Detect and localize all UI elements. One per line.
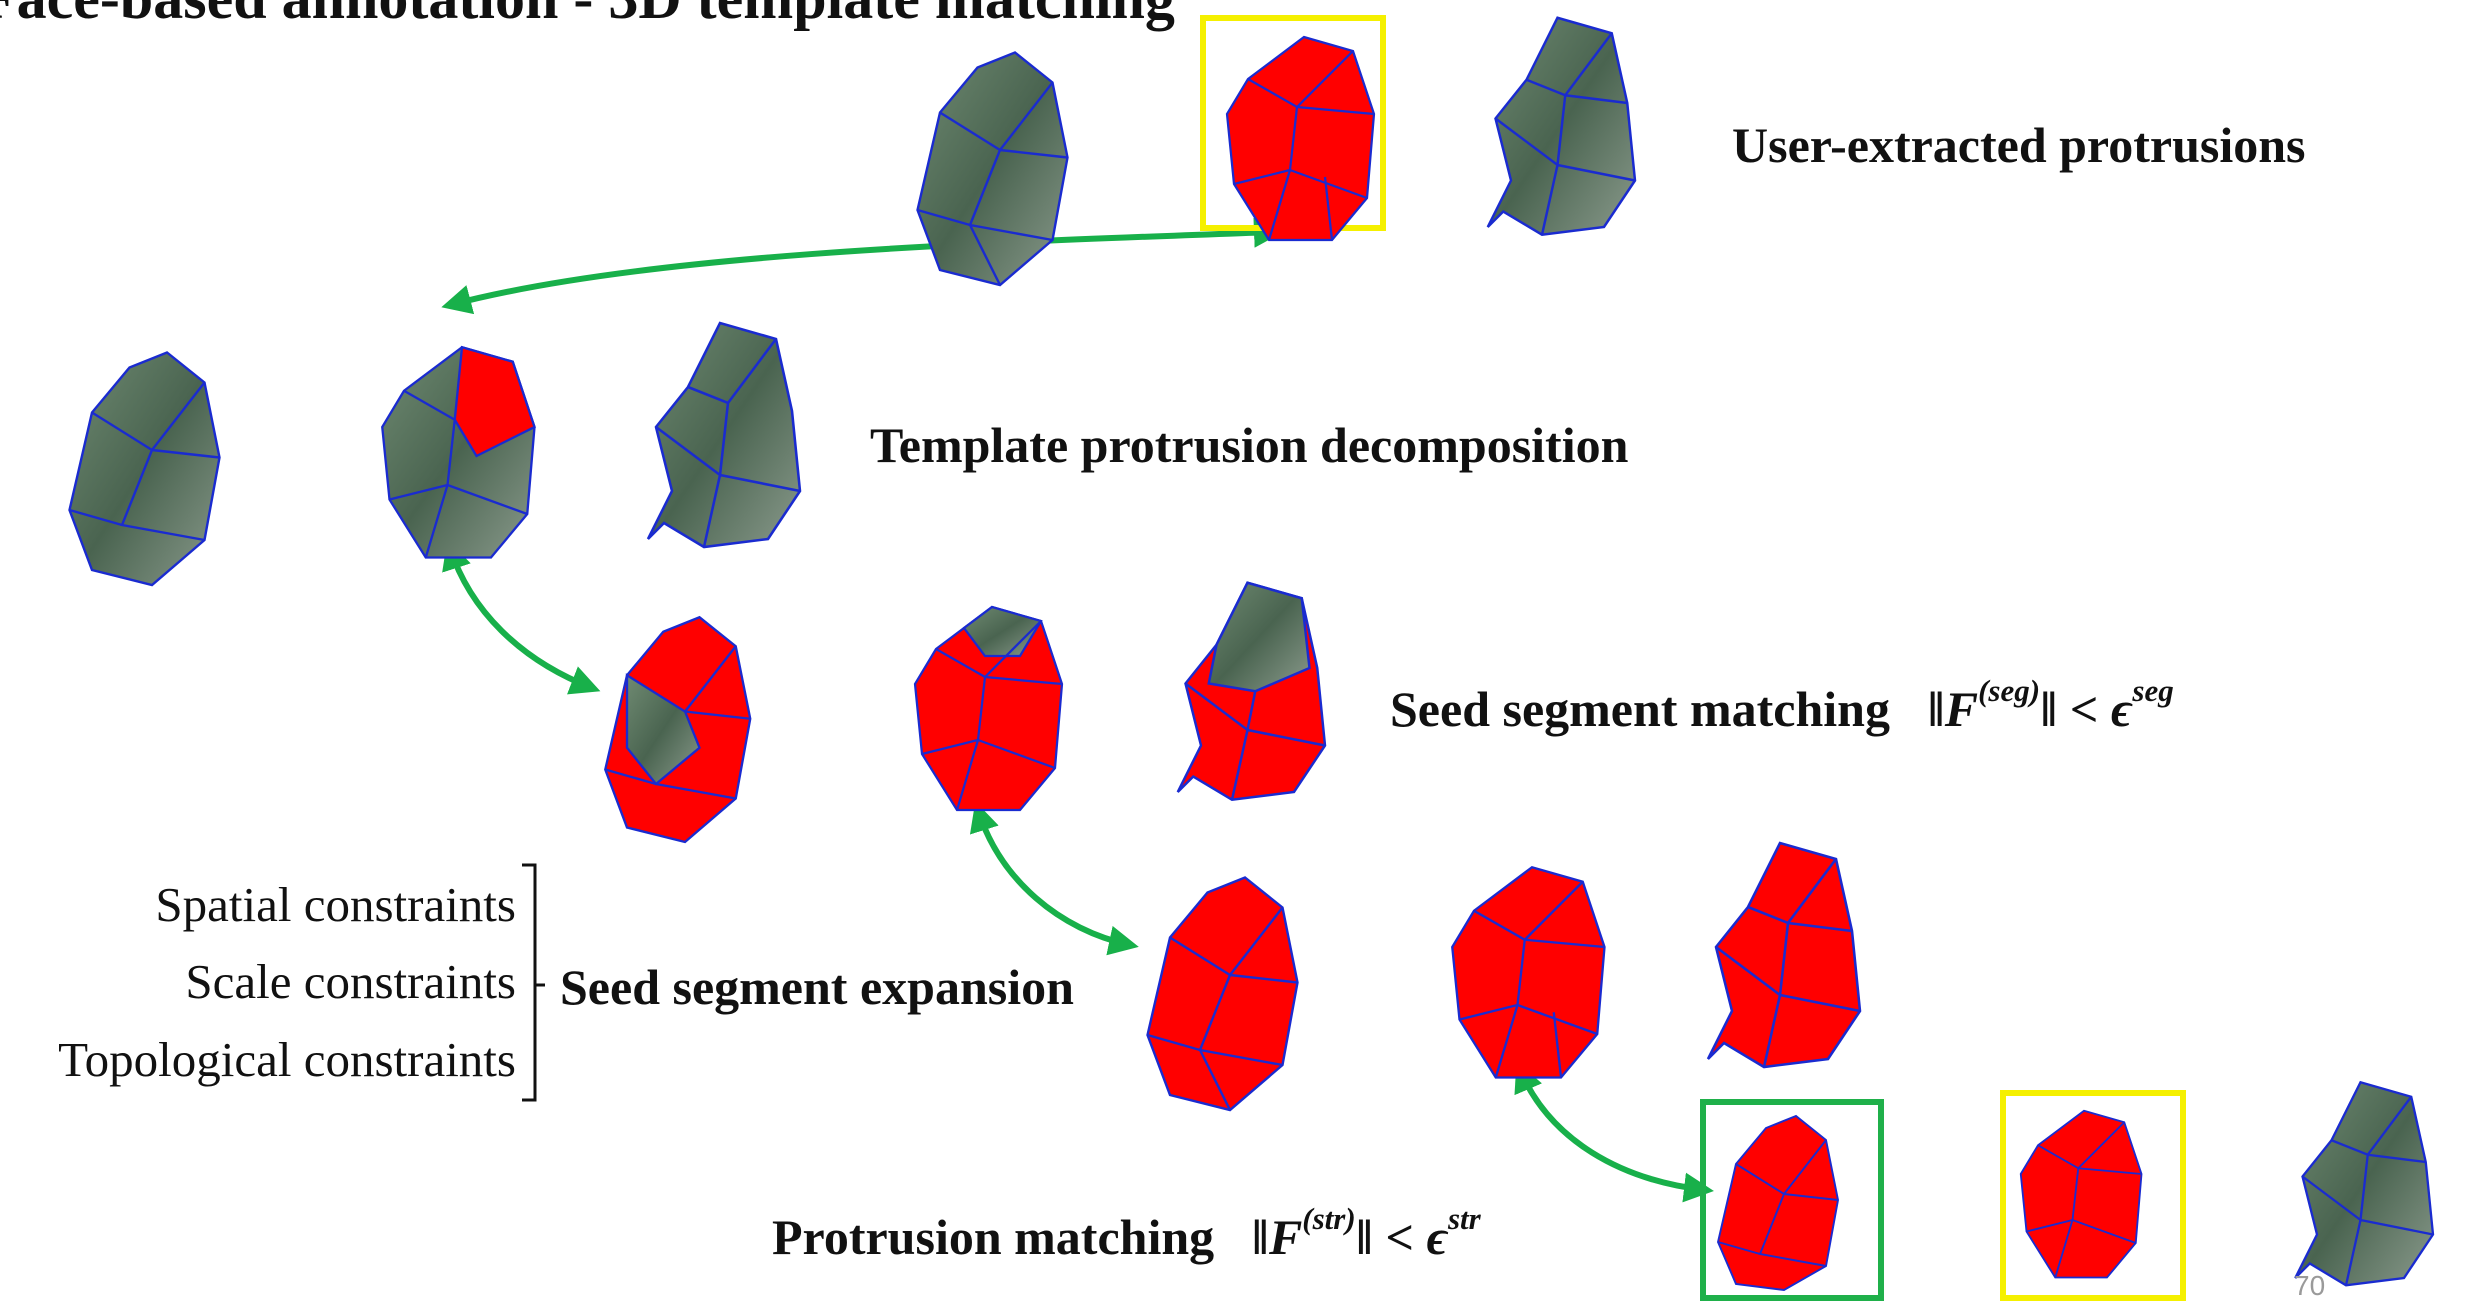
rock-mesh-seed-3 <box>1176 581 1327 802</box>
label-seed-expansion: Seed segment expansion <box>560 959 1074 1015</box>
seed-eq-rhs: ϵ <box>2110 680 2133 737</box>
label-template-decomposition: Template protrusion decomposition <box>870 417 1629 473</box>
slide-title: Face-based annotation - 3D template matc… <box>0 0 1175 28</box>
rock-mesh-user-1 <box>916 51 1069 287</box>
rock-mesh-expansion-2 <box>1451 865 1606 1079</box>
constraint-scale: Scale constraints <box>185 954 516 1009</box>
label-protrusion-matching: Protrusion matching ‖F(str)‖ < ϵstr <box>772 1203 1481 1262</box>
page-number: 70 <box>2294 1270 2326 1301</box>
rock-mesh-seed-1 <box>604 615 752 844</box>
rock-mesh-match-3 <box>2294 1080 2435 1287</box>
arrow-seed-to-expansion <box>970 801 1139 956</box>
seed-eq-rhs-sup: seg <box>2132 673 2174 708</box>
highlight-box-matched-result <box>1700 1099 1884 1301</box>
arrow-template-to-seed <box>442 539 601 695</box>
prot-eq-base: F <box>1268 1208 1303 1265</box>
rock-mesh-match-2 <box>2019 1109 2143 1279</box>
rock-mesh-match-1 <box>1716 1114 1839 1291</box>
rock-mesh-template-1 <box>68 351 221 587</box>
seed-eq-sup: (seg) <box>1978 673 2041 708</box>
arrow-expansion-to-match <box>1514 1061 1714 1203</box>
seed-eq-base: F <box>1944 680 1979 737</box>
rock-mesh-expansion-1 <box>1146 876 1299 1112</box>
seed-matching-text: Seed segment matching <box>1390 680 1890 737</box>
label-user-extracted: User-extracted protrusions <box>1732 117 2306 173</box>
rock-mesh-seed-2 <box>913 605 1064 812</box>
protrusion-matching-text: Protrusion matching <box>772 1208 1215 1265</box>
constraint-topological: Topological constraints <box>58 1032 516 1087</box>
rock-mesh-user-2 <box>1225 35 1376 242</box>
protrusion-matching-equation: ‖F(str)‖ < ϵstr <box>1226 1201 1481 1265</box>
seed-matching-equation: ‖F(seg)‖ < ϵseg <box>1902 673 2174 737</box>
rock-mesh-template-2 <box>381 345 536 559</box>
constraints-bracket <box>522 863 545 1102</box>
prot-eq-rhs-sup: str <box>1447 1201 1481 1236</box>
rock-mesh-user-3 <box>1486 16 1637 237</box>
prot-eq-sup: (str) <box>1302 1201 1356 1236</box>
arrow-user-to-template <box>441 217 1284 315</box>
rock-mesh-expansion-3 <box>1706 841 1862 1069</box>
highlight-box-matched-template <box>2000 1090 2186 1301</box>
rock-mesh-template-3 <box>646 321 802 549</box>
prot-eq-rhs: ϵ <box>1426 1208 1448 1265</box>
constraint-spatial: Spatial constraints <box>155 877 516 932</box>
label-seed-matching: Seed segment matching ‖F(seg)‖ < ϵseg <box>1390 675 2174 734</box>
